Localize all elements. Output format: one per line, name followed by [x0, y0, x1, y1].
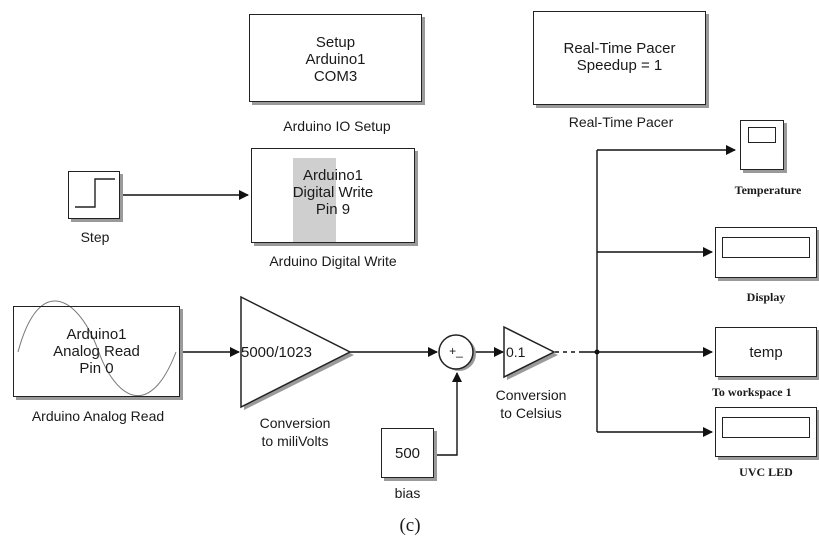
- temperature-label: Temperature: [734, 183, 802, 197]
- analog-read-line-1: Arduino1: [66, 326, 127, 343]
- setup-line-1: Setup: [315, 34, 356, 51]
- pacer-label: Real-Time Pacer: [568, 114, 674, 130]
- step-icon: [75, 178, 115, 208]
- temperature-scope-block[interactable]: [740, 120, 784, 170]
- setup-label: Arduino IO Setup: [283, 118, 391, 134]
- analog-read-line-3: Pin 0: [79, 360, 114, 377]
- sum-signs: +_: [449, 344, 463, 358]
- pacer-line-1: Real-Time Pacer: [563, 40, 676, 57]
- digital-write-line-3: Pin 9: [315, 201, 351, 218]
- uvc-screen-icon: [722, 417, 810, 438]
- figure-caption: (c): [399, 515, 421, 536]
- analog-read-label: Arduino Analog Read: [31, 408, 165, 424]
- to-workspace-block[interactable]: temp: [715, 327, 817, 377]
- digital-write-label: Arduino Digital Write: [269, 253, 397, 269]
- gain-milivolts-label-2: to miliVolts: [261, 433, 329, 449]
- digital-write-port-highlight: [293, 158, 336, 242]
- analog-read-block[interactable]: Arduino1 Analog Read Pin 0: [13, 306, 180, 397]
- gain-celsius-label-2: to Celsius: [500, 405, 562, 421]
- digital-write-block[interactable]: Arduino1 Digital Write Pin 9: [251, 148, 415, 243]
- gain-celsius-block: [503, 325, 556, 379]
- digital-write-line-1: Arduino1: [302, 167, 364, 184]
- step-block[interactable]: [68, 171, 120, 219]
- setup-line-2: Arduino1: [305, 51, 366, 68]
- digital-write-line-2: Digital Write: [292, 184, 374, 201]
- sum-block: [438, 334, 474, 370]
- arduino-io-setup-block[interactable]: Setup Arduino1 COM3: [249, 14, 422, 102]
- display-label: Display: [746, 290, 786, 304]
- bias-value: 500: [394, 445, 421, 462]
- gain-milivolts-value: 5000/1023: [241, 344, 312, 361]
- workspace-label: To workspace 1: [712, 385, 792, 399]
- step-label: Step: [80, 229, 110, 245]
- gain-milivolts-block: [240, 295, 352, 409]
- display-screen-icon: [722, 237, 810, 258]
- pacer-line-2: Speedup = 1: [576, 57, 663, 74]
- uvc-led-label: UVC LED: [739, 465, 793, 479]
- display-block[interactable]: [715, 227, 817, 278]
- uvc-led-block[interactable]: [715, 407, 817, 457]
- wire-bias-to-sum: [435, 372, 462, 456]
- scope-screen-icon: [748, 127, 776, 143]
- bias-constant-block[interactable]: 500: [381, 428, 434, 478]
- analog-read-line-2: Analog Read: [53, 343, 140, 360]
- setup-line-3: COM3: [313, 68, 358, 85]
- real-time-pacer-block[interactable]: Real-Time Pacer Speedup = 1: [533, 11, 706, 105]
- gain-milivolts-label-1: Conversion: [259, 415, 331, 431]
- gain-celsius-label-1: Conversion: [495, 387, 567, 403]
- bias-label: bias: [394, 485, 421, 501]
- gain-celsius-value: 0.1: [506, 344, 526, 360]
- workspace-variable: temp: [749, 344, 783, 361]
